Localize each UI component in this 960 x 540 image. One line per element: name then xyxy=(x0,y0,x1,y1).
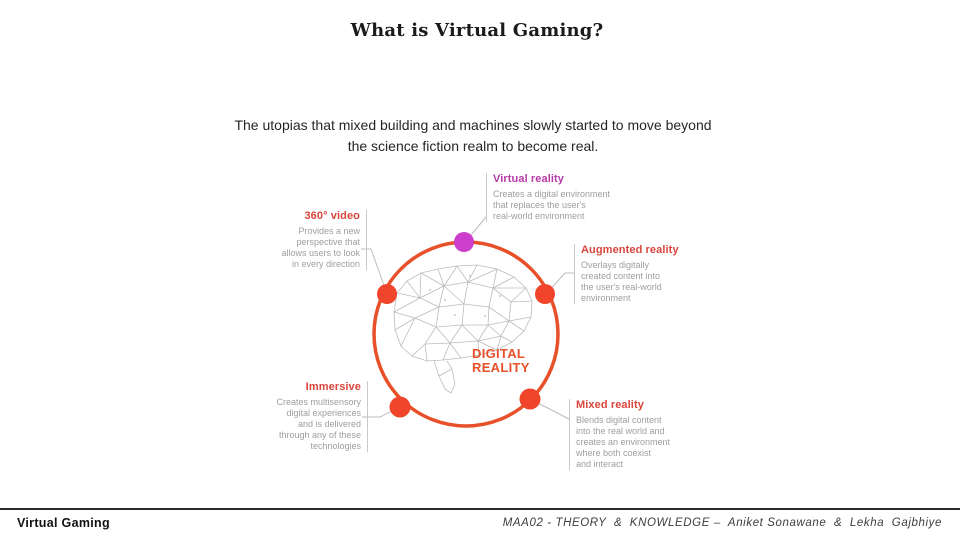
dot-360-video xyxy=(377,284,397,304)
center-label-line-2: REALITY xyxy=(472,360,530,375)
footer-title: Virtual Gaming xyxy=(17,516,110,530)
page-title: What is Virtual Gaming? xyxy=(350,20,604,41)
dot-mixed-reality xyxy=(519,388,541,410)
connector-360-video xyxy=(361,248,387,292)
brain-wireframe-icon xyxy=(393,264,533,394)
brain-vertex-dots xyxy=(429,275,501,317)
node-title-mixed-reality: Mixed reality xyxy=(576,399,644,411)
node-label-mixed-reality: Mixed reality Blends digital content int… xyxy=(569,399,681,470)
node-title-immersive: Immersive xyxy=(305,381,361,393)
node-title-virtual-reality: Virtual reality xyxy=(493,173,564,185)
dot-augmented-reality xyxy=(535,284,555,304)
node-label-360-video: 360° video Provides a new perspective th… xyxy=(249,210,367,270)
slide-subtitle: The utopias that mixed building and mach… xyxy=(0,115,946,157)
dot-immersive xyxy=(389,396,411,418)
subtitle-line-2: the science fiction realm to become real… xyxy=(347,138,599,154)
node-label-immersive: Immersive Creates multisensory digital e… xyxy=(244,381,368,452)
node-title-augmented-reality: Augmented reality xyxy=(581,244,679,256)
subtitle-line-1: The utopias that mixed building and mach… xyxy=(234,117,712,133)
connector-augmented-reality xyxy=(546,272,574,294)
node-title-360-video: 360° video xyxy=(304,210,360,222)
node-label-augmented-reality: Augmented reality Overlays digitally cre… xyxy=(574,244,681,304)
footer-credits: MAA02 - THEORY & KNOWLEDGE – Aniket Sona… xyxy=(502,517,942,529)
dot-virtual-reality xyxy=(454,232,474,252)
footer-separator xyxy=(0,508,960,510)
node-label-virtual-reality: Virtual reality Creates a digital enviro… xyxy=(486,173,623,222)
center-label-digital-reality: DIGITAL REALITY xyxy=(472,347,530,375)
center-label-line-1: DIGITAL xyxy=(472,346,526,361)
